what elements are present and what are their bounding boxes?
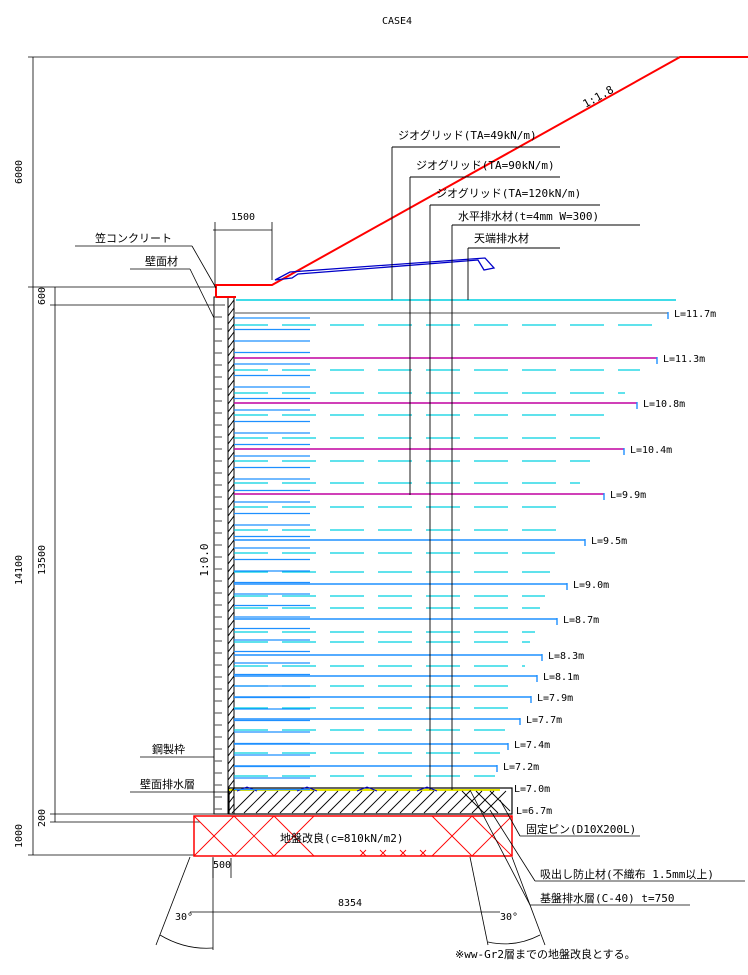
- length-label-4: L=10.4m: [630, 445, 672, 456]
- length-label-16: L=6.7m: [516, 806, 552, 817]
- length-label-15: L=7.0m: [514, 784, 550, 795]
- label-horizontal-drain: 水平排水材(t=4mm W=300): [458, 209, 599, 223]
- length-label-14: L=7.2m: [503, 762, 539, 773]
- length-label-7: L=9.0m: [573, 580, 609, 591]
- ground-improvement-zone: [193, 815, 513, 857]
- label-grid90: ジオグリッド(TA=90kN/m): [416, 158, 555, 172]
- label-grid49: ジオグリッド(TA=49kN/m): [398, 128, 537, 142]
- base-drainage-layer: [228, 786, 513, 815]
- dim-8354: 8354: [338, 898, 362, 909]
- slope-label: 1:1.8: [581, 83, 616, 110]
- dim-600: 600: [37, 287, 48, 305]
- length-label-2: L=11.3m: [663, 354, 705, 365]
- length-label-13: L=7.4m: [514, 740, 550, 751]
- label-wall-panel: 壁面材: [145, 254, 178, 268]
- angle-right: 30°: [500, 912, 518, 923]
- dim-14100: 14100: [14, 555, 25, 585]
- label-grid120: ジオグリッド(TA=120kN/m): [436, 186, 581, 200]
- length-label-12: L=7.7m: [526, 715, 562, 726]
- length-label-5: L=9.9m: [610, 490, 646, 501]
- dimension-lines: [28, 56, 680, 913]
- dim-1500: 1500: [231, 212, 255, 223]
- label-coping: 笠コンクリート: [95, 231, 172, 245]
- geogrid-layers: L=11.7mL=11.3mL=10.8mL=10.4mL=9.9mL=9.5m…: [234, 299, 716, 817]
- dim-500: 500: [213, 860, 231, 871]
- length-label-11: L=7.9m: [537, 693, 573, 704]
- angle-left: 30°: [175, 912, 193, 923]
- vertical-drains: [391, 146, 640, 790]
- footnote: ※ww-Gr2層までの地盤改良とする。: [455, 947, 636, 961]
- dim-200: 200: [37, 809, 48, 827]
- length-label-1: L=11.7m: [674, 309, 716, 320]
- length-label-8: L=8.7m: [563, 615, 599, 626]
- label-steel-frame: 鋼製枠: [152, 742, 185, 756]
- label-anti-suction: 吸出し防止材(不織布 1.5mm以上): [540, 867, 714, 881]
- label-wall-drain: 壁面排水層: [140, 777, 195, 791]
- label-base-drain: 基盤排水層(C-40) t=750: [540, 891, 674, 905]
- label-ground-improvement: 地盤改良(c=810kN/m2): [280, 831, 403, 845]
- coping-outline: [215, 56, 748, 297]
- wall-facing: [213, 296, 235, 815]
- dim-1000: 1000: [14, 824, 25, 848]
- length-label-10: L=8.1m: [543, 672, 579, 683]
- length-label-9: L=8.3m: [548, 651, 584, 662]
- dim-6000: 6000: [14, 160, 25, 184]
- dim-13500: 13500: [37, 545, 48, 575]
- label-top-drain: 天端排水材: [474, 231, 529, 245]
- length-label-6: L=9.5m: [591, 536, 627, 547]
- top-drain-material: [274, 257, 496, 281]
- drawing-title: CASE4: [382, 16, 412, 27]
- label-pin: 固定ピン(D10X200L): [526, 822, 636, 836]
- angle-marks: [155, 856, 546, 950]
- length-label-3: L=10.8m: [643, 399, 685, 410]
- wall-slope-label: 1:0.0: [198, 543, 211, 576]
